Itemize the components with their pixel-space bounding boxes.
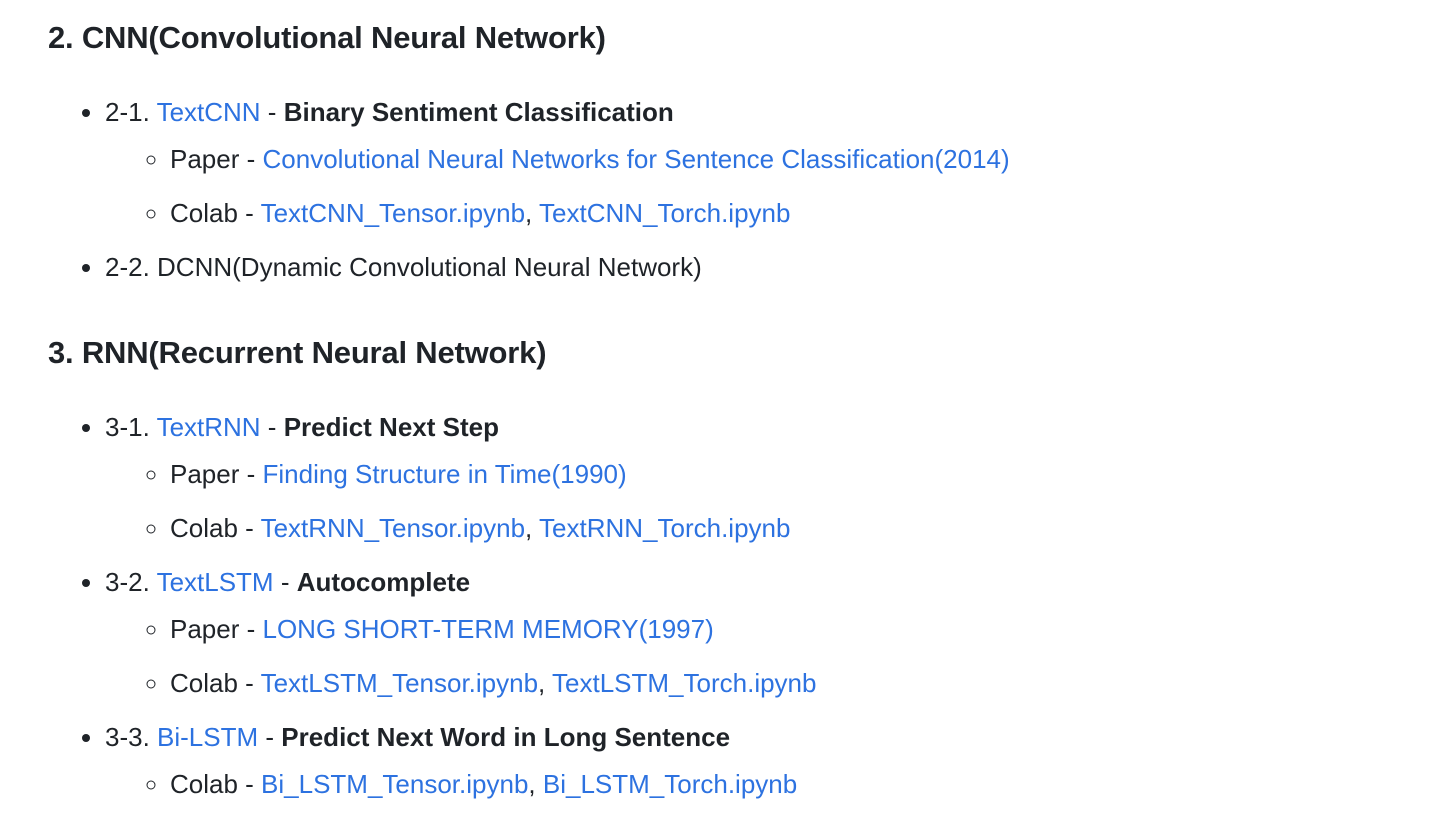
link-textlstm[interactable]: TextLSTM	[156, 567, 274, 597]
plain-text: 3-2.	[105, 567, 157, 597]
plain-text: ,	[528, 769, 543, 799]
sub-list: Paper - Convolutional Neural Networks fo…	[105, 136, 1392, 237]
plain-text: ,	[525, 513, 540, 543]
section-heading: 3. RNN(Recurrent Neural Network)	[48, 335, 547, 370]
plain-text: Colab -	[170, 668, 261, 698]
link-bi-lstm-tensor-ipynb[interactable]: Bi_LSTM_Tensor.ipynb	[261, 769, 529, 799]
link-textrnn[interactable]: TextRNN	[156, 412, 261, 442]
list-item: 3-2. TextLSTM - AutocompletePaper - LONG…	[105, 559, 1392, 707]
bold-description: Predict Next Word in Long Sentence	[281, 722, 731, 752]
plain-text: Colab -	[170, 198, 261, 228]
plain-text: -	[273, 567, 297, 597]
link-bi-lstm[interactable]: Bi-LSTM	[157, 722, 259, 752]
plain-text: -	[260, 412, 284, 442]
plain-text: 2-2. DCNN(Dynamic Convolutional Neural N…	[105, 252, 702, 282]
list-item: 2-2. DCNN(Dynamic Convolutional Neural N…	[105, 244, 1392, 291]
link-textcnn-torch-ipynb[interactable]: TextCNN_Torch.ipynb	[539, 198, 791, 228]
content-section: 2. CNN(Convolutional Neural Network) 2-1.…	[48, 20, 1392, 291]
link-textlstm-torch-ipynb[interactable]: TextLSTM_Torch.ipynb	[552, 668, 817, 698]
plain-text: 3-1.	[105, 412, 157, 442]
plain-text: -	[260, 97, 284, 127]
bold-description: Predict Next Step	[283, 412, 499, 442]
plain-text: 2-1.	[105, 97, 157, 127]
plain-text: ,	[525, 198, 540, 228]
link-textcnn[interactable]: TextCNN	[156, 97, 261, 127]
sub-list-item: Colab - Bi_LSTM_Tensor.ipynb, Bi_LSTM_To…	[170, 761, 1392, 808]
link-convolutional-neural-networks-for-sentence-class[interactable]: Convolutional Neural Networks for Senten…	[262, 144, 1010, 174]
link-textrnn-tensor-ipynb[interactable]: TextRNN_Tensor.ipynb	[260, 513, 526, 543]
sub-list-item: Colab - TextRNN_Tensor.ipynb, TextRNN_To…	[170, 505, 1392, 552]
bold-description: Autocomplete	[296, 567, 471, 597]
plain-text: Paper -	[170, 144, 263, 174]
link-textcnn-tensor-ipynb[interactable]: TextCNN_Tensor.ipynb	[260, 198, 526, 228]
plain-text: 3-3.	[105, 722, 158, 752]
sub-list-item: Colab - TextCNN_Tensor.ipynb, TextCNN_To…	[170, 190, 1392, 237]
section-heading: 2. CNN(Convolutional Neural Network)	[48, 20, 606, 55]
topic-list: 3-1. TextRNN - Predict Next StepPaper - …	[48, 404, 1392, 808]
plain-text: -	[258, 722, 282, 752]
bold-description: Binary Sentiment Classification	[283, 97, 674, 127]
plain-text: Colab -	[170, 513, 261, 543]
topic-list: 2-1. TextCNN - Binary Sentiment Classifi…	[48, 89, 1392, 291]
list-item: 3-3. Bi-LSTM - Predict Next Word in Long…	[105, 714, 1392, 808]
plain-text: Colab -	[170, 769, 262, 799]
sub-list: Colab - Bi_LSTM_Tensor.ipynb, Bi_LSTM_To…	[105, 761, 1392, 808]
sub-list-item: Paper - LONG SHORT-TERM MEMORY(1997)	[170, 606, 1392, 653]
plain-text: ,	[538, 668, 553, 698]
link-finding-structure-in-time-1990[interactable]: Finding Structure in Time(1990)	[262, 459, 627, 489]
plain-text: Paper -	[170, 614, 263, 644]
sub-list-item: Paper - Finding Structure in Time(1990)	[170, 451, 1392, 498]
link-textrnn-torch-ipynb[interactable]: TextRNN_Torch.ipynb	[539, 513, 791, 543]
list-item: 3-1. TextRNN - Predict Next StepPaper - …	[105, 404, 1392, 552]
sub-list: Paper - Finding Structure in Time(1990)C…	[105, 451, 1392, 552]
sub-list-item: Colab - TextLSTM_Tensor.ipynb, TextLSTM_…	[170, 660, 1392, 707]
content-section: 3. RNN(Recurrent Neural Network) 3-1. Tex…	[48, 335, 1392, 808]
link-bi-lstm-torch-ipynb[interactable]: Bi_LSTM_Torch.ipynb	[542, 769, 798, 799]
link-long-short-term-memory-1997[interactable]: LONG SHORT-TERM MEMORY(1997)	[262, 614, 714, 644]
sub-list: Paper - LONG SHORT-TERM MEMORY(1997)Cola…	[105, 606, 1392, 707]
list-item: 2-1. TextCNN - Binary Sentiment Classifi…	[105, 89, 1392, 237]
plain-text: Paper -	[170, 459, 263, 489]
link-textlstm-tensor-ipynb[interactable]: TextLSTM_Tensor.ipynb	[260, 668, 539, 698]
sub-list-item: Paper - Convolutional Neural Networks fo…	[170, 136, 1392, 183]
